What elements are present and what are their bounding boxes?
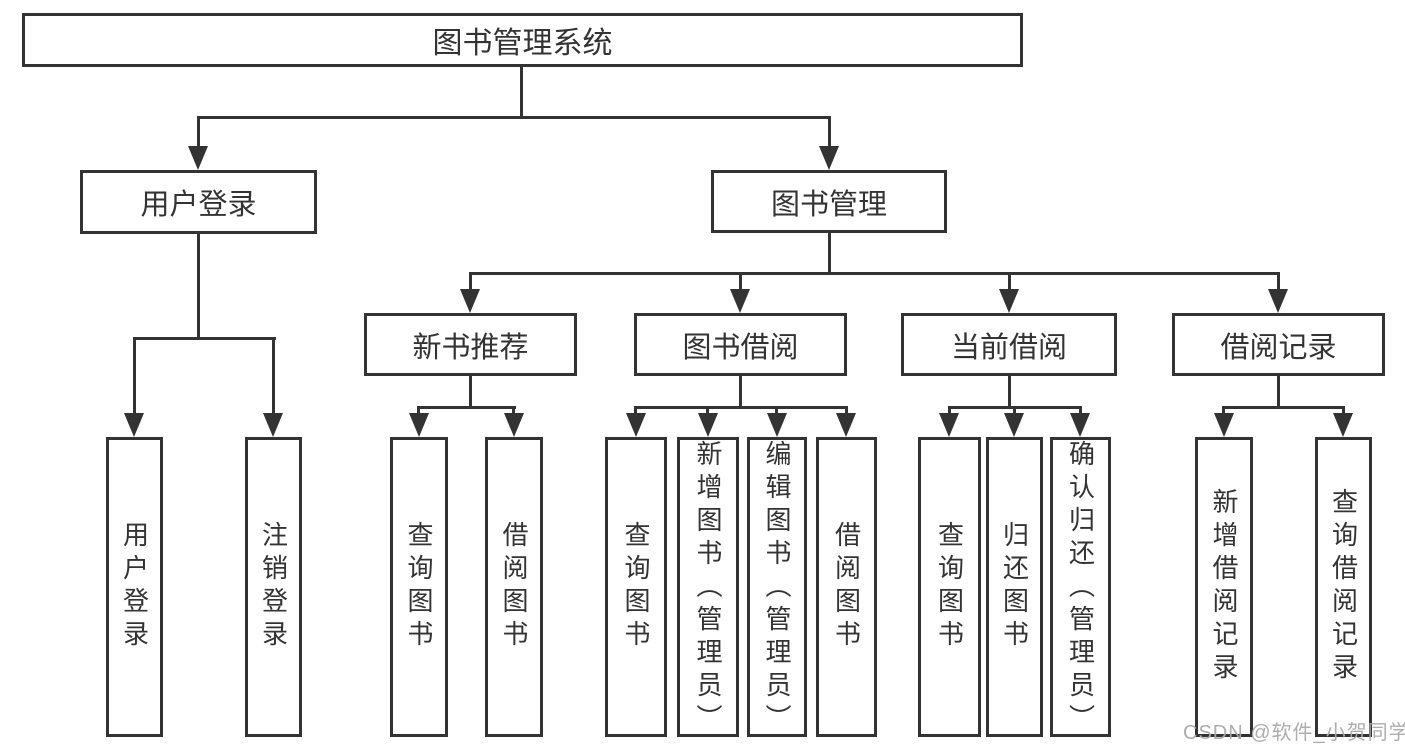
- arrow-down-icon-leaf-user-login: [124, 413, 144, 437]
- leaf-records-query-borrow-record-label: 查询借阅记录: [1328, 488, 1359, 686]
- conn-borrowing-records-stub: [1277, 376, 1280, 409]
- leaf-logout-login-label: 注销登录: [258, 521, 289, 653]
- arrow-down-icon-borrowing-add: [698, 413, 718, 437]
- leaf-borrowing-query-books-label: 查询图书: [621, 521, 651, 653]
- arrow-down-icon-current-query: [939, 413, 959, 437]
- leaf-current-query-books-label: 查询图书: [934, 521, 965, 653]
- leaf-newrec-borrow-books-label: 借阅图书: [499, 521, 529, 653]
- leaf-newrec-borrow-books: 借阅图书: [485, 437, 543, 737]
- leaf-borrowing-borrow-books: 借阅图书: [816, 437, 877, 737]
- leaf-records-add-borrow-record-label: 新增借阅记录: [1209, 488, 1239, 686]
- conn-user-login-rail: [133, 337, 276, 340]
- conn-leaf-user-login-shaft: [133, 340, 136, 413]
- leaf-borrowing-edit-books-admin: 编辑图书（管理员）: [747, 437, 807, 737]
- conn-borrowing-query-shaft: [634, 406, 637, 413]
- node-new-book-recommend: 新书推荐: [364, 313, 577, 376]
- conn-new-rec-arrow-shaft: [469, 275, 472, 289]
- leaf-current-return-books: 归还图书: [986, 437, 1043, 737]
- conn-newrec-borrow-shaft: [512, 406, 515, 413]
- conn-current-borrowing-arrow-shaft: [1008, 275, 1011, 289]
- watermark: CSDN @软件_小贺同学: [1183, 722, 1405, 744]
- conn-book-borrowing-arrow-shaft: [739, 275, 742, 289]
- node-user-login: 用户登录: [80, 170, 317, 234]
- leaf-user-login-label: 用户登录: [119, 521, 150, 653]
- leaf-borrowing-add-books-admin-label: 新增图书（管理员）: [693, 440, 723, 737]
- node-book-borrowing: 图书借阅: [634, 313, 847, 376]
- arrow-down-icon-records-add: [1214, 413, 1234, 437]
- leaf-current-query-books: 查询图书: [918, 437, 981, 737]
- leaf-newrec-query-books-label: 查询图书: [404, 521, 434, 653]
- conn-book-management-arrow-shaft: [828, 119, 831, 146]
- conn-new-rec-stub: [469, 376, 472, 409]
- leaf-newrec-query-books: 查询图书: [390, 437, 448, 737]
- conn-level3-rail: [469, 272, 1280, 275]
- leaf-borrowing-borrow-books-label: 借阅图书: [831, 521, 862, 653]
- leaf-records-add-borrow-record: 新增借阅记录: [1195, 437, 1253, 737]
- leaf-logout-login: 注销登录: [245, 437, 302, 737]
- node-root: 图书管理系统: [22, 13, 1023, 67]
- leaf-current-confirm-return-admin-label: 确认归还（管理员）: [1065, 440, 1096, 737]
- conn-book-management-stub: [828, 233, 831, 275]
- conn-leaf-logout-shaft: [272, 340, 275, 413]
- conn-new-rec-rail: [417, 406, 516, 409]
- arrow-down-icon-borrowing-records: [1268, 289, 1288, 313]
- arrow-down-icon-newrec-borrow: [504, 413, 524, 437]
- conn-borrowing-add-shaft: [706, 406, 709, 413]
- node-borrowing-records: 借阅记录: [1172, 313, 1385, 376]
- leaf-current-return-books-label: 归还图书: [999, 521, 1030, 653]
- arrow-down-icon-current-confirm: [1070, 413, 1090, 437]
- arrow-down-icon-borrowing-edit: [767, 413, 787, 437]
- conn-current-query-shaft: [948, 406, 951, 413]
- conn-borrowing-records-arrow-shaft: [1277, 275, 1280, 289]
- conn-current-borrowing-stub: [1008, 376, 1011, 409]
- leaf-records-query-borrow-record: 查询借阅记录: [1315, 437, 1372, 737]
- leaf-current-confirm-return-admin: 确认归还（管理员）: [1050, 437, 1111, 737]
- conn-borrowing-borrow-shaft: [845, 406, 848, 413]
- arrow-down-icon-new-rec: [460, 289, 480, 313]
- arrow-down-icon-borrowing-borrow: [836, 413, 856, 437]
- arrow-down-icon-records-query: [1333, 413, 1353, 437]
- conn-book-borrowing-rail: [634, 406, 848, 409]
- conn-root-stub: [520, 67, 523, 116]
- conn-level2-rail: [197, 116, 831, 119]
- conn-book-borrowing-stub: [739, 376, 742, 409]
- node-book-management: 图书管理: [711, 170, 947, 233]
- conn-user-login-arrow-shaft: [197, 119, 200, 146]
- arrow-down-icon-user-login: [188, 146, 208, 170]
- conn-borrowing-edit-shaft: [775, 406, 778, 413]
- conn-records-query-shaft: [1342, 406, 1345, 413]
- arrow-down-icon-newrec-query: [409, 413, 429, 437]
- conn-borrowing-records-rail: [1222, 406, 1345, 409]
- arrow-down-icon-leaf-logout: [263, 413, 283, 437]
- conn-newrec-query-shaft: [417, 406, 420, 413]
- leaf-borrowing-add-books-admin: 新增图书（管理员）: [677, 437, 739, 737]
- leaf-user-login: 用户登录: [106, 437, 163, 737]
- arrow-down-icon-book-borrowing: [730, 289, 750, 313]
- arrow-down-icon-current-borrowing: [999, 289, 1019, 313]
- arrow-down-icon-borrowing-query: [626, 413, 646, 437]
- node-current-borrowing: 当前借阅: [901, 313, 1117, 376]
- conn-user-login-stub: [197, 234, 200, 340]
- leaf-borrowing-query-books: 查询图书: [605, 437, 667, 737]
- arrow-down-icon-current-return: [1004, 413, 1024, 437]
- arrow-down-icon-book-management: [819, 146, 839, 170]
- conn-records-add-shaft: [1222, 406, 1225, 413]
- leaf-borrowing-edit-books-admin-label: 编辑图书（管理员）: [762, 440, 792, 737]
- conn-current-confirm-shaft: [1079, 406, 1082, 413]
- conn-current-return-shaft: [1013, 406, 1016, 413]
